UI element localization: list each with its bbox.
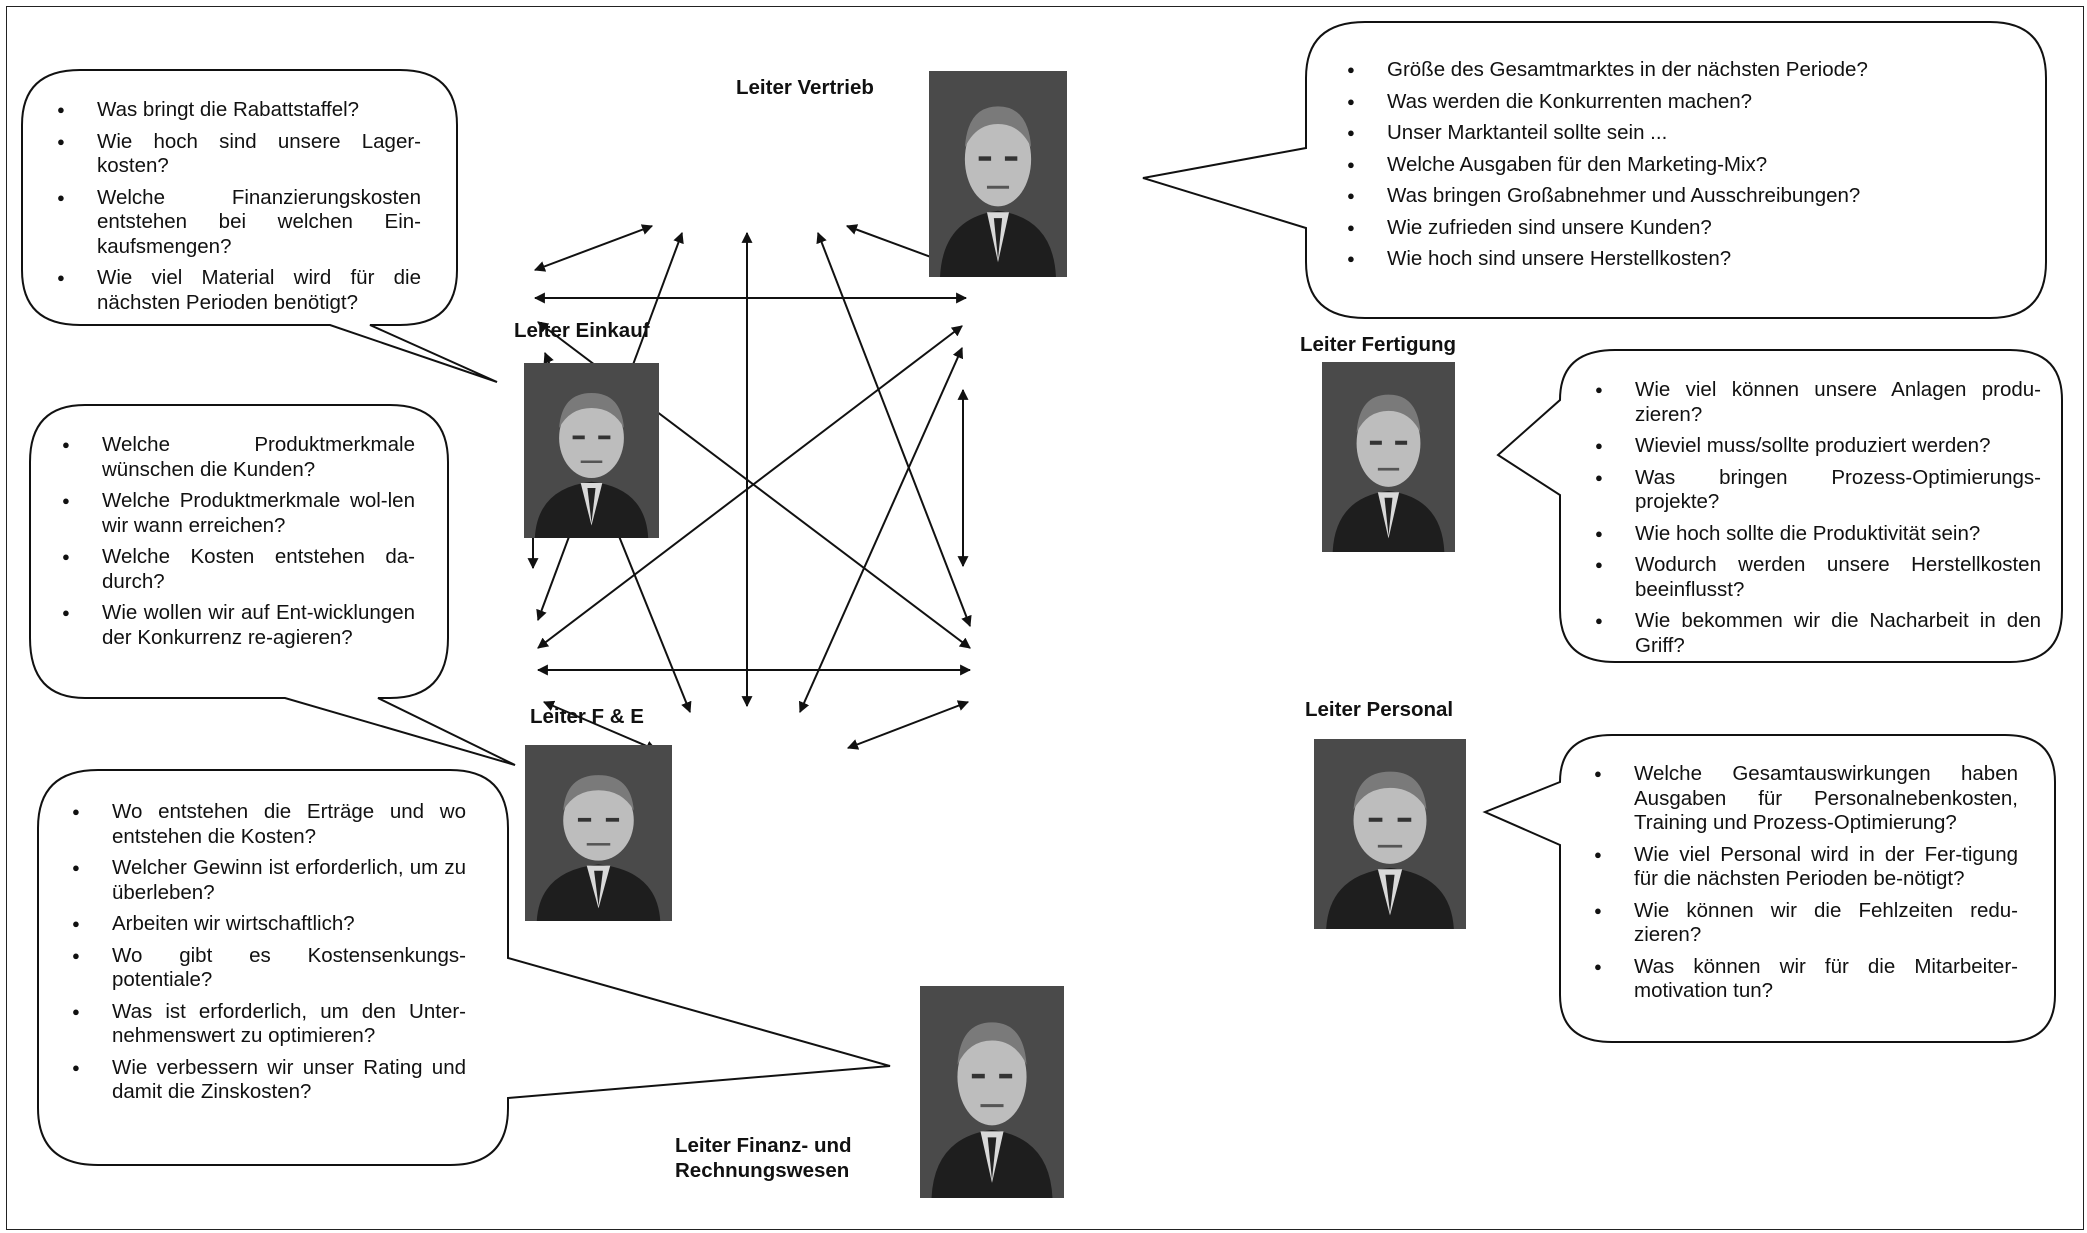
role-label-fertigung: Leiter Fertigung (1300, 333, 1457, 356)
portrait-finanz-icon (920, 986, 1064, 1198)
bubble-text-personal: Welche Gesamtauswirkungen haben Ausgaben… (1592, 762, 2018, 1011)
double-arrow-icon (846, 700, 970, 750)
bubble-item: Wo entstehen die Erträge und wo entstehe… (70, 800, 466, 849)
bubble-text-vertrieb: Größe des Gesamtmarktes in der nächsten … (1345, 58, 2025, 279)
double-arrow-icon (533, 224, 654, 272)
double-arrow-icon (799, 346, 963, 714)
role-label-fe: Leiter F & E (530, 705, 644, 728)
bubble-item: Wie hoch sind unsere Herstellkosten? (1345, 247, 2025, 272)
portrait-einkauf-icon (524, 363, 659, 538)
bubble-item: Was bringen Großabnehmer und Ausschreibu… (1345, 184, 2025, 209)
bubble-item: Was bringen Prozess-Optimierungs-projekt… (1593, 466, 2041, 515)
double-arrow-icon (542, 700, 658, 752)
bubble-item: Welche Ausgaben für den Marketing-Mix? (1345, 153, 2025, 178)
bubble-item: Wie hoch sind unsere Lager-kosten? (55, 130, 421, 179)
bubble-item: Wodurch werden unsere Herstellkosten bee… (1593, 553, 2041, 602)
role-label-finanz: Leiter Finanz- und Rechnungswesen (675, 1133, 852, 1183)
role-label-finanz-line1: Leiter Finanz- und (675, 1134, 852, 1157)
role-label-einkauf: Leiter Einkauf (514, 319, 650, 342)
bubble-item: Welche Produktmerkmale wünschen die Kund… (60, 433, 415, 482)
bubble-item: Größe des Gesamtmarktes in der nächsten … (1345, 58, 2025, 83)
portrait-fertigung-icon (1322, 362, 1455, 552)
bubble-item: Wie zufrieden sind unsere Kunden? (1345, 216, 2025, 241)
bubble-text-finanz: Wo entstehen die Erträge und wo entstehe… (70, 800, 466, 1112)
bubble-item: Wie hoch sollte die Produktivität sein? (1593, 522, 2041, 547)
bubble-item: Welcher Gewinn ist erforderlich, um zu ü… (70, 856, 466, 905)
bubble-item: Arbeiten wir wirtschaftlich? (70, 912, 466, 937)
diagram-frame (6, 6, 2084, 1230)
bubble-item: Wie verbessern wir unser Rating und dami… (70, 1056, 466, 1105)
bubble-item: Was ist erforderlich, um den Unter-nehme… (70, 1000, 466, 1049)
bubble-item: Was können wir für die Mitarbeiter-motiv… (1592, 955, 2018, 1004)
bubble-item: Was bringt die Rabattstaffel? (55, 98, 421, 123)
bubble-item: Wie bekommen wir die Nacharbeit in den G… (1593, 609, 2041, 658)
bubble-item: Wie können wir die Fehlzeiten redu-ziere… (1592, 899, 2018, 948)
bubble-item: Welche Produktmerkmale wol-len wir wann … (60, 489, 415, 538)
bubble-text-fe: Welche Produktmerkmale wünschen die Kund… (60, 433, 415, 657)
bubble-item: Wie viel Material wird für die nächsten … (55, 266, 421, 315)
bubble-item: Wie viel Personal wird in der Fer-tigung… (1592, 843, 2018, 892)
portrait-personal-icon (1314, 739, 1466, 929)
bubble-item: Wie viel können unsere Anlagen produ-zie… (1593, 378, 2041, 427)
bubble-item: Wo gibt es Kostensenkungs-potentiale? (70, 944, 466, 993)
role-label-finanz-line2: Rechnungswesen (675, 1159, 850, 1182)
bubble-item: Wieviel muss/sollte produziert werden? (1593, 434, 2041, 459)
bubble-text-einkauf: Was bringt die Rabattstaffel? Wie hoch si… (55, 98, 421, 322)
portrait-fe-icon (525, 745, 672, 921)
bubble-item: Welche Kosten entstehen da-durch? (60, 545, 415, 594)
role-label-vertrieb: Leiter Vertrieb (736, 76, 874, 99)
role-label-personal: Leiter Personal (1305, 698, 1454, 721)
bubble-item: Welche Finanzierungskosten entstehen bei… (55, 186, 421, 260)
bubble-item: Unser Marktanteil sollte sein ... (1345, 121, 2025, 146)
bubble-item: Welche Gesamtauswirkungen haben Ausgaben… (1592, 762, 2018, 836)
double-arrow-icon (816, 231, 972, 628)
bubble-text-fertigung: Wie viel können unsere Anlagen produ-zie… (1593, 378, 2041, 665)
bubble-item: Was werden die Konkurrenten machen? (1345, 90, 2025, 115)
portrait-vertrieb-icon (929, 71, 1067, 277)
bubble-item: Wie wollen wir auf Ent-wicklungen der Ko… (60, 601, 415, 650)
